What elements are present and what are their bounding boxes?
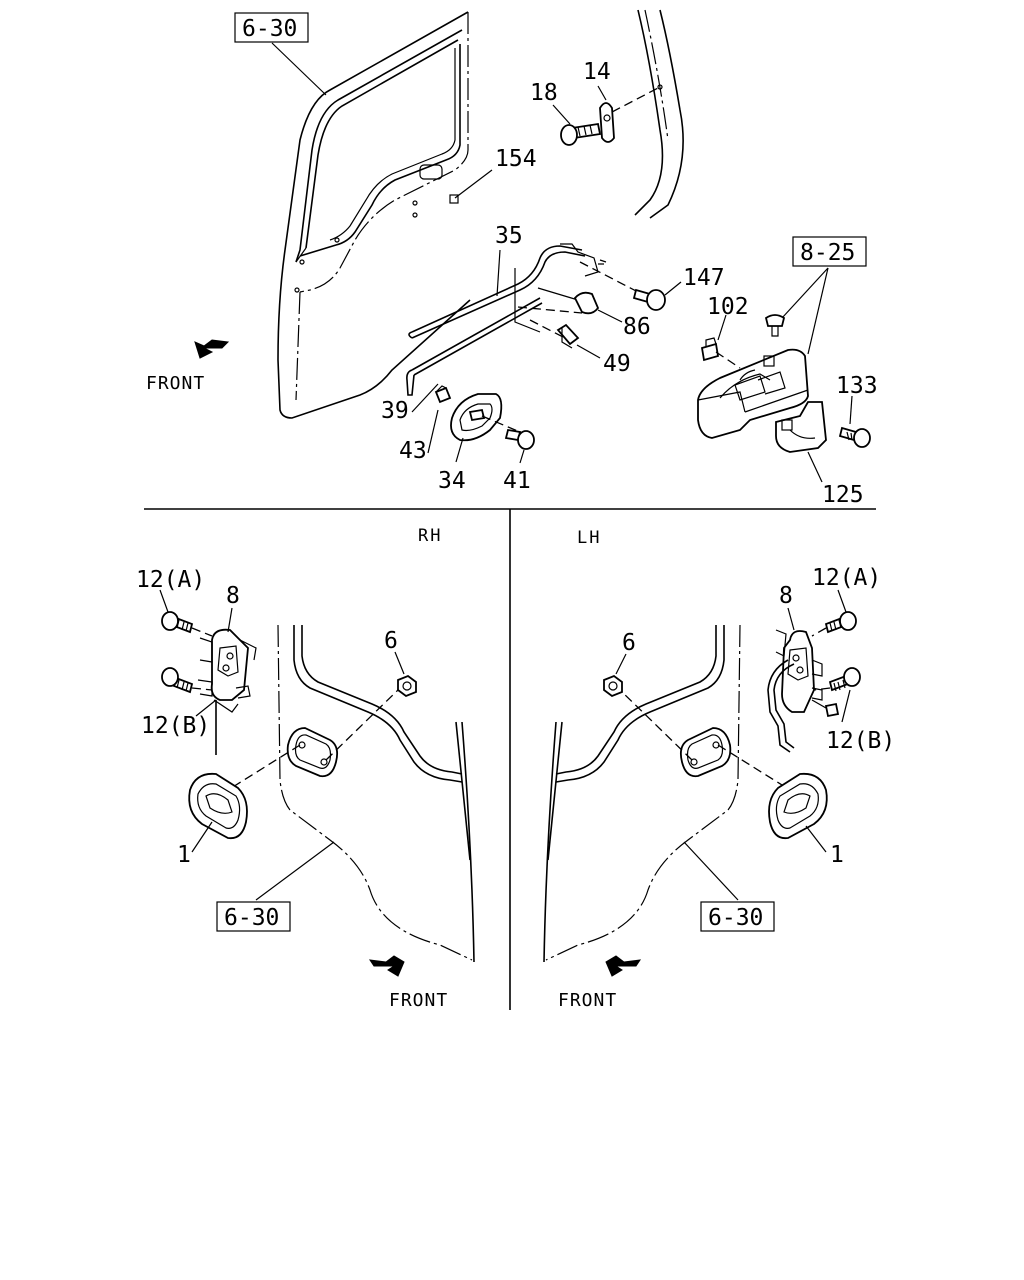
callout-39: 39 <box>381 398 409 424</box>
lh-latch-assembly <box>767 589 861 753</box>
front-arrow-lh: FRONT <box>558 955 642 1011</box>
section-ref-armrest: 8-25 <box>800 240 855 266</box>
rh-latch-assembly <box>159 589 257 755</box>
front-arrow-rh: FRONT <box>368 955 448 1011</box>
door-pillar <box>634 9 684 219</box>
callout-35: 35 <box>495 223 523 249</box>
inner-handle-bezel <box>411 383 535 464</box>
callout-49: 49 <box>603 351 631 377</box>
rh-callout-12b: 12(B) <box>141 713 210 739</box>
side-label-rh: RH <box>418 526 442 546</box>
section-ref-box-lh <box>700 901 775 932</box>
lh-callout-1: 1 <box>830 842 844 868</box>
callout-86: 86 <box>623 314 651 340</box>
section-ref-box-armrest <box>792 236 867 267</box>
rh-callout-8: 8 <box>226 583 240 609</box>
door-lock-rods <box>406 243 682 396</box>
lh-callout-12b: 12(B) <box>826 728 895 754</box>
rh-callout-12a: 12(A) <box>136 567 205 593</box>
rh-callout-6: 6 <box>384 628 398 654</box>
section-ref-lh: 6-30 <box>708 905 763 931</box>
callout-147: 147 <box>683 265 725 291</box>
rh-outer-handle <box>188 772 248 853</box>
front-label-rh: FRONT <box>389 990 448 1011</box>
callout-125: 125 <box>822 482 864 508</box>
callout-34: 34 <box>438 468 466 494</box>
side-label-lh: LH <box>577 528 601 548</box>
callout-154: 154 <box>495 146 537 172</box>
front-label-top: FRONT <box>146 373 205 394</box>
section-ref-box-top <box>234 12 309 43</box>
lh-callout-8: 8 <box>779 583 793 609</box>
lh-callout-6: 6 <box>622 630 636 656</box>
front-arrow-top: FRONT <box>146 339 230 394</box>
striker-hardware <box>552 85 661 146</box>
armrest-assembly: 8-25 102 <box>697 236 871 483</box>
rh-callout-1: 1 <box>177 842 191 868</box>
callout-41: 41 <box>503 468 531 494</box>
callout-43: 43 <box>399 438 427 464</box>
front-label-lh: FRONT <box>558 990 617 1011</box>
callout-102: 102 <box>707 294 749 320</box>
lh-nut-6 <box>603 653 627 698</box>
section-ref-top: 6-30 <box>242 16 297 42</box>
top-door-assembly: 6-30 <box>234 11 471 419</box>
callout-14: 14 <box>583 59 611 85</box>
rh-door-panel <box>227 624 475 963</box>
rh-nut-6 <box>394 651 417 698</box>
lh-outer-handle <box>768 772 828 853</box>
callout-133: 133 <box>836 373 878 399</box>
lh-callout-12a: 12(A) <box>812 565 881 591</box>
section-ref-rh: 6-30 <box>224 905 279 931</box>
callout-18: 18 <box>530 80 558 106</box>
section-ref-box-rh <box>216 901 291 932</box>
lh-door-panel <box>543 624 791 963</box>
